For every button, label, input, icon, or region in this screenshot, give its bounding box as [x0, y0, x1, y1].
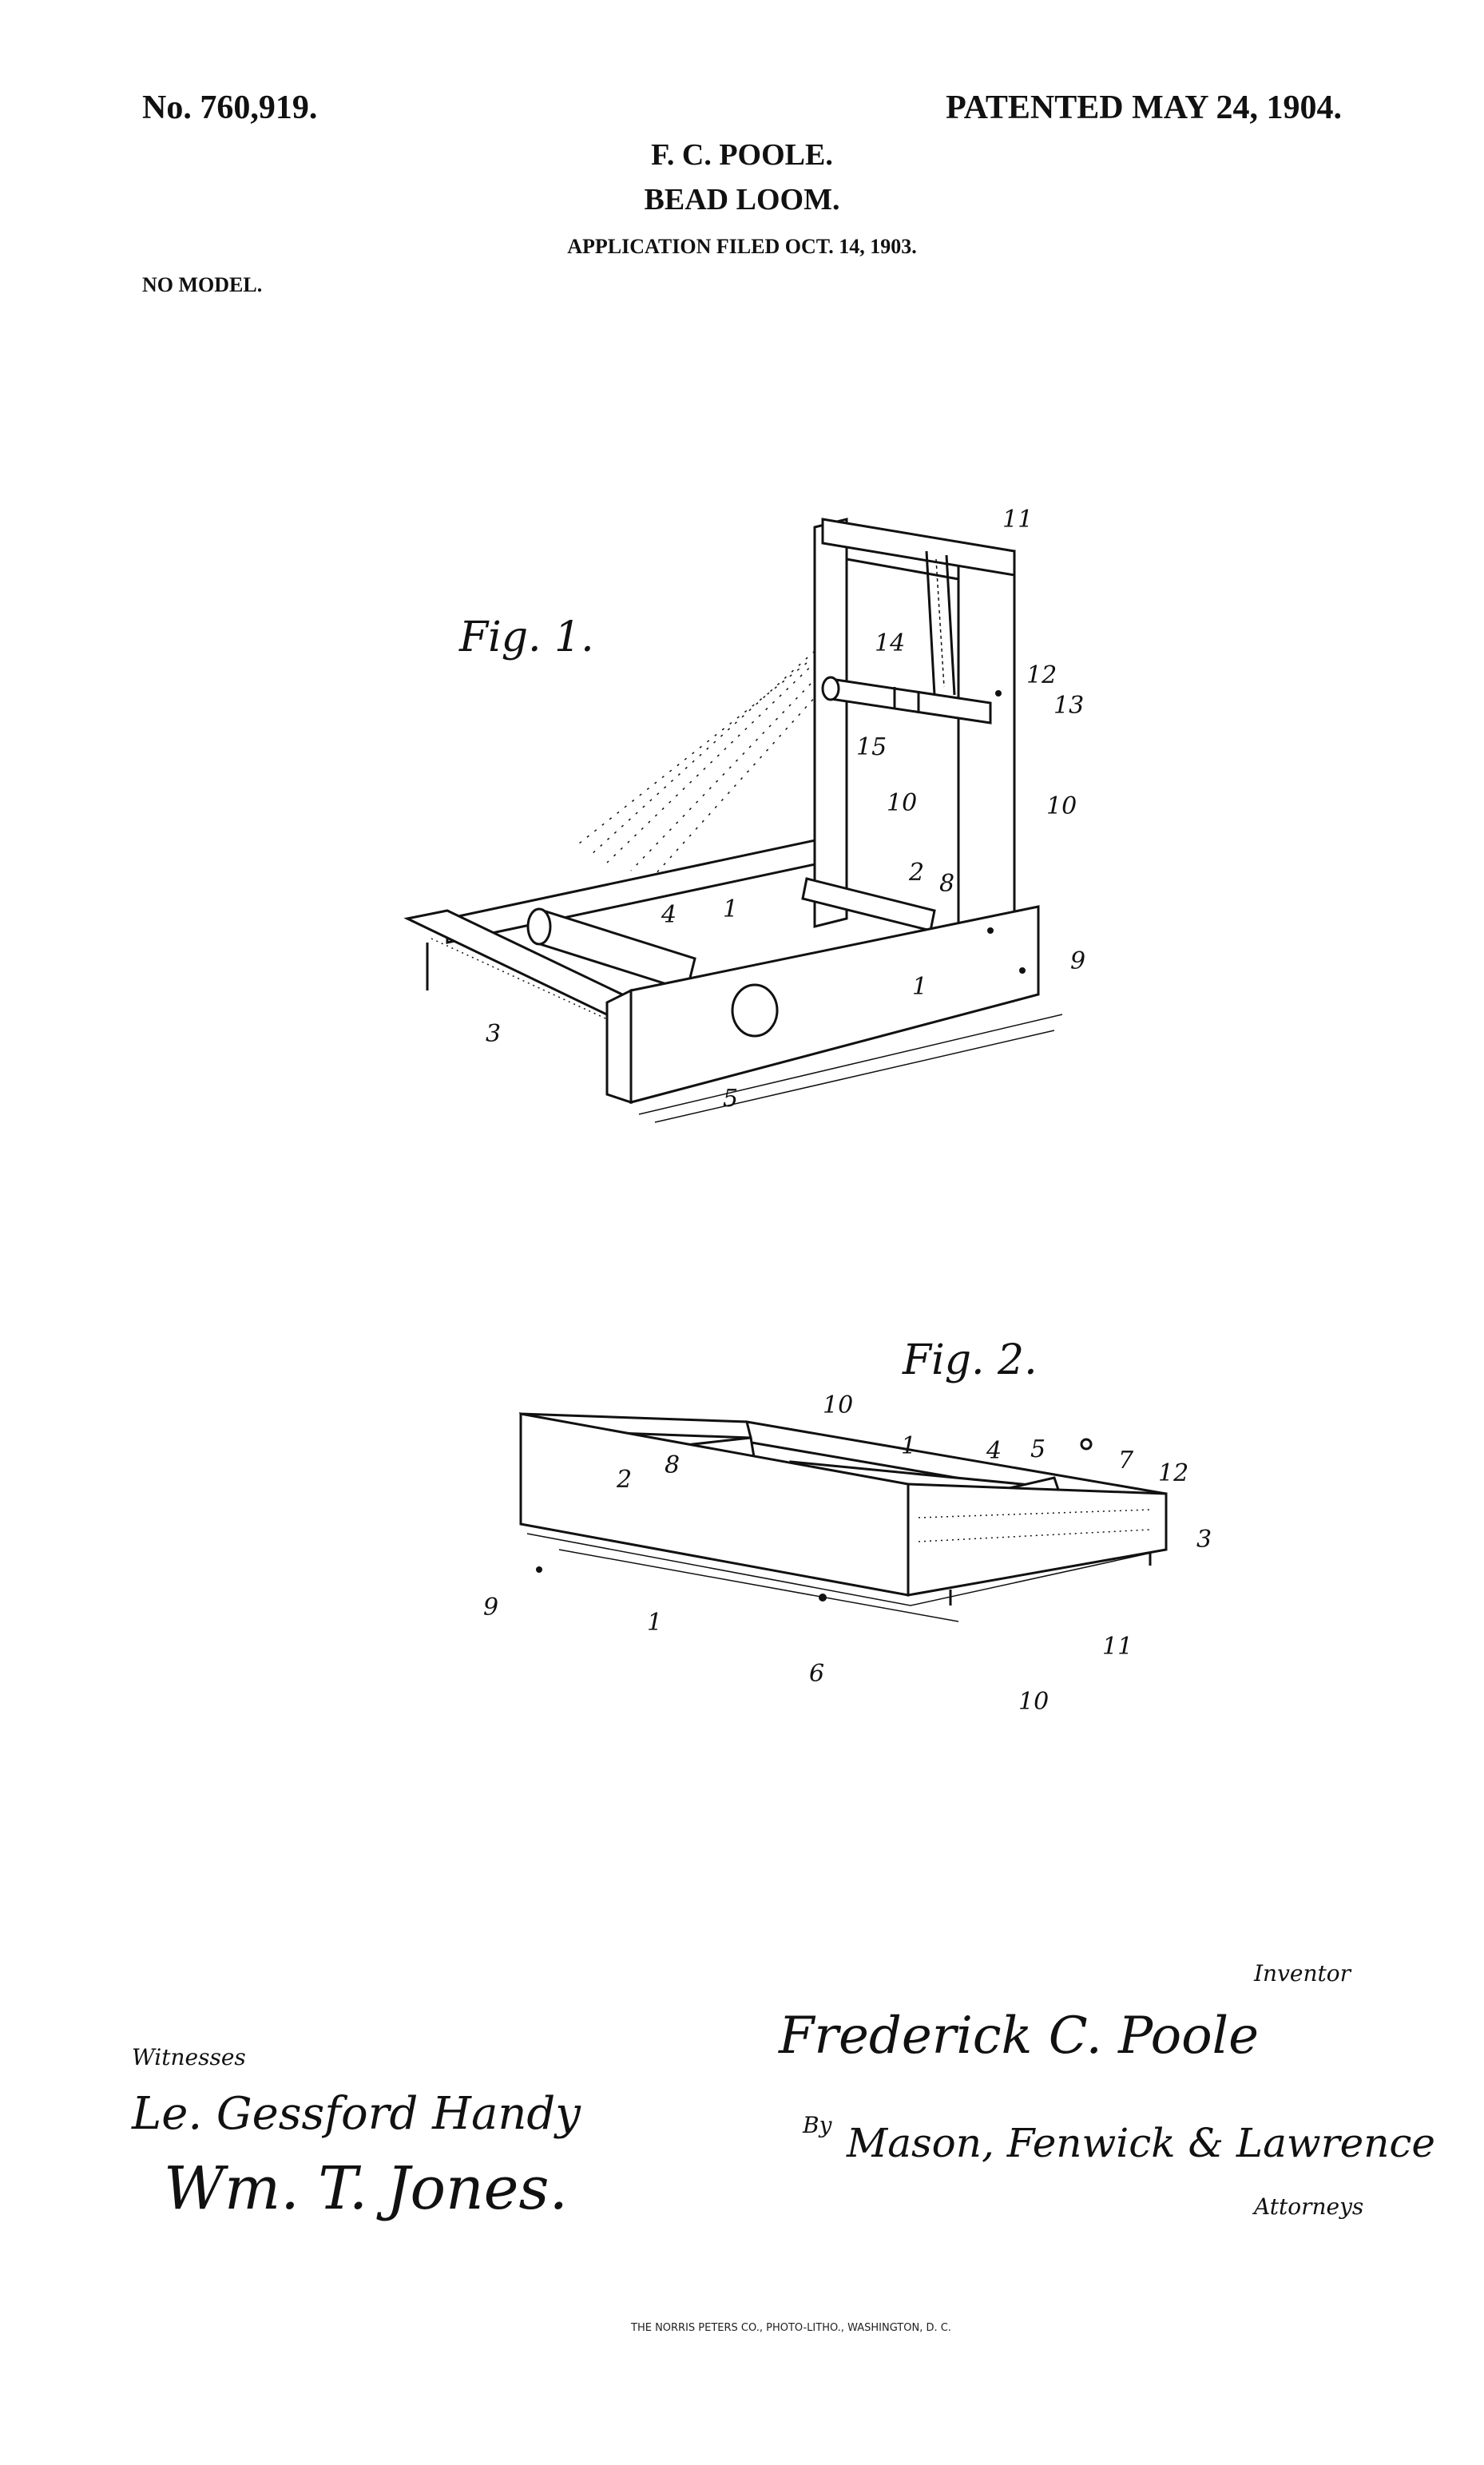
ref-numeral: 14 [875, 629, 905, 657]
ref-numeral: 4 [661, 901, 677, 929]
ref-numeral: 5 [1030, 1435, 1046, 1463]
ref-numeral: 13 [1053, 692, 1084, 720]
ref-numeral: 5 [723, 1085, 738, 1113]
inventor-signature: Frederick C. Poole [778, 2007, 1259, 2066]
ref-numeral: 12 [1158, 1459, 1188, 1487]
bead-spray [574, 650, 839, 875]
patent-title: BEAD LOOM. [645, 183, 840, 216]
figure-1-label: Fig. 1. [458, 613, 594, 661]
by-label: By [802, 2112, 833, 2138]
application-date: APPLICATION FILED OCT. 14, 1903. [567, 235, 916, 258]
ref-numeral: 15 [856, 733, 887, 761]
ref-numeral: 4 [986, 1437, 1002, 1465]
witness-1-signature: Le. Gessford Handy [131, 2088, 581, 2140]
ref-numeral: 1 [723, 895, 738, 923]
ref-numeral: 10 [1018, 1688, 1049, 1716]
ref-numeral: 6 [809, 1660, 824, 1688]
figure-2-label: Fig. 2. [902, 1336, 1038, 1384]
ref-numeral: 3 [1196, 1526, 1212, 1554]
ref-numeral: 9 [1070, 947, 1085, 975]
model-note: NO MODEL. [142, 273, 262, 296]
attorney-signature: Mason, Fenwick & Lawrence [846, 2120, 1435, 2166]
ref-numeral: 10 [887, 789, 917, 817]
ref-numeral: 1 [912, 973, 927, 1001]
figure-1-reference-numerals: 11 14 12 13 15 10 10 2 8 4 1 1 9 3 5 [486, 506, 1085, 1113]
ref-numeral: 2 [616, 1466, 632, 1494]
ref-numeral: 8 [939, 870, 954, 898]
patent-date: PATENTED MAY 24, 1904. [946, 89, 1342, 126]
figure-2-drawing [518, 1412, 1168, 1622]
inventor-label: Inventor [1253, 1960, 1352, 1987]
ref-numeral: 12 [1026, 661, 1057, 689]
figure-2-reference-numerals: 10 1 4 5 7 12 2 8 3 9 1 6 11 10 [483, 1391, 1212, 1716]
ref-numeral: 7 [1118, 1447, 1134, 1475]
ref-numeral: 2 [908, 859, 924, 887]
patent-number: No. 760,919. [142, 89, 317, 126]
ref-numeral: 11 [1002, 506, 1033, 534]
printer-credit: THE NORRIS PETERS CO., PHOTO-LITHO., WAS… [630, 2322, 951, 2334]
inventor-name: F. C. POOLE. [651, 138, 833, 172]
figure-1-drawing [403, 518, 1063, 1123]
ref-numeral: 10 [823, 1391, 853, 1419]
witness-2-signature: Wm. T. Jones. [164, 2154, 568, 2223]
ref-numeral: 9 [483, 1594, 498, 1622]
ref-numeral: 3 [486, 1020, 501, 1048]
witnesses-label: Witnesses [132, 2044, 246, 2070]
ref-numeral: 8 [665, 1451, 680, 1479]
ref-numeral: 1 [647, 1609, 662, 1637]
ref-numeral: 11 [1102, 1633, 1133, 1661]
attorneys-label: Attorneys [1252, 2193, 1363, 2220]
ref-numeral: 1 [901, 1432, 916, 1460]
ref-numeral: 10 [1046, 792, 1077, 820]
